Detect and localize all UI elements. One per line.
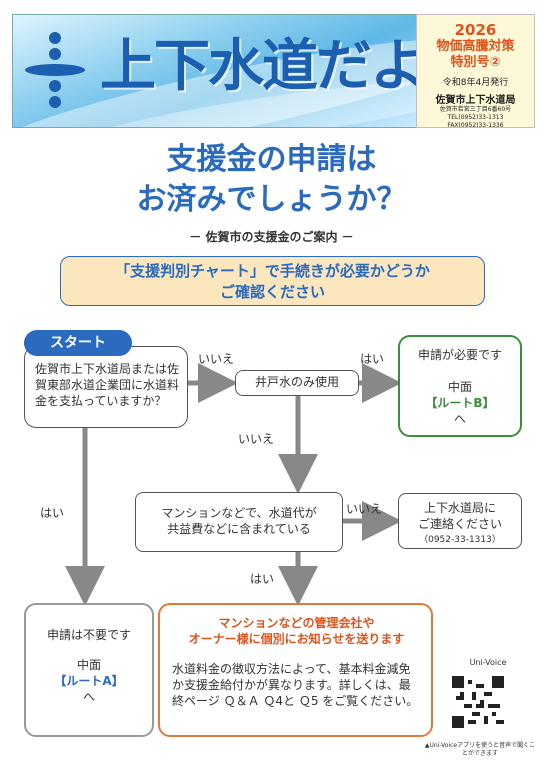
q3-line1: マンションなどで、水道代が bbox=[161, 506, 317, 520]
route-b-line4: へ bbox=[453, 412, 466, 426]
issue-date: 令和8年4月発行 bbox=[442, 78, 509, 88]
route-a-line1: 申請は不要です bbox=[46, 628, 131, 642]
label-no-1: いいえ bbox=[198, 352, 235, 366]
result-notify-management: マンションなどの管理会社や オーナー様に個別にお知らせを送ります 水道料金の徴収… bbox=[158, 603, 433, 737]
route-b-line2: 中面 bbox=[447, 380, 472, 394]
contact-phone: （0952-33-1313） bbox=[419, 535, 501, 545]
label-yes-3: はい bbox=[250, 572, 275, 586]
notify-title1: マンションなどの管理会社や bbox=[218, 616, 375, 630]
callout-line2: ご確認ください bbox=[219, 283, 325, 301]
q3-line2: 共益費などに含まれている bbox=[167, 522, 311, 536]
start-badge: スタート bbox=[24, 330, 132, 356]
issue-year: 2026 bbox=[454, 21, 497, 39]
issue-info-panel: 2026 物価高騰対策 特別号② 令和8年4月発行 佐賀市上下水道局 佐賀市若宮… bbox=[416, 14, 535, 129]
route-a-line2: 中面 bbox=[76, 658, 101, 672]
label-yes-1: はい bbox=[360, 352, 385, 366]
qr-code-icon[interactable] bbox=[452, 676, 504, 728]
issue-special-line1: 物価高騰対策 bbox=[436, 39, 515, 54]
headline-line1: 支援金の申請は bbox=[166, 142, 377, 177]
question-pays-water-bill: 佐賀市上下水道局または佐賀東部水道企業団に水道料金を支払っていますか？ bbox=[24, 346, 188, 428]
label-no-2: いいえ bbox=[238, 432, 275, 446]
issuer-address: 佐賀市若宮三丁目6番60号 bbox=[439, 106, 512, 113]
route-a-line4: へ bbox=[82, 690, 95, 704]
uni-voice-note: ▲Uni-Voiceアプリを使うと音声で聞くことができます bbox=[424, 742, 536, 757]
result-route-b: 申請が必要です 中面 【ルートB】 へ bbox=[398, 335, 522, 437]
issuer-org: 佐賀市上下水道局 bbox=[435, 95, 516, 106]
callout-line1: 「支援判別チャート」で手続きが必要かどうか bbox=[115, 262, 430, 280]
contact-line2: ご連絡ください bbox=[417, 517, 502, 531]
page-headline: 支援金の申請は お済みでしょうか？ bbox=[0, 140, 543, 220]
label-yes-2: はい bbox=[40, 506, 65, 520]
question-well-water-only: 井戸水のみ使用 bbox=[235, 370, 359, 396]
question-included-in-common-fee: マンションなどで、水道代が 共益費などに含まれている bbox=[135, 492, 343, 552]
chart-callout: 「支援判別チャート」で手続きが必要かどうか ご確認ください bbox=[60, 256, 485, 306]
issue-special-line2: 特別号② bbox=[450, 55, 501, 70]
label-no-3: いいえ bbox=[346, 502, 383, 516]
route-a-label: 【ルートA】 bbox=[54, 674, 124, 688]
result-route-a: 申請は不要です 中面 【ルートA】 へ bbox=[24, 603, 154, 737]
notify-body: 水道料金の徴収方法によって、基本料金減免か支援金給付かが異なります。詳しくは、最… bbox=[172, 662, 419, 708]
result-contact-bureau: 上下水道局に ご連絡ください （0952-33-1313） bbox=[398, 493, 522, 549]
water-drop-logo-icon bbox=[25, 32, 85, 108]
page-subtitle: － 佐賀市の支援金のご案内 － bbox=[189, 230, 354, 244]
headline-line2: お済みでしょうか？ bbox=[136, 182, 407, 217]
route-b-label: 【ルートB】 bbox=[425, 396, 495, 410]
issuer-tel: TEL(0952)33-1313 bbox=[447, 114, 504, 121]
issuer-fax: FAX(0952)33-1336 bbox=[447, 122, 504, 129]
uni-voice-label: Uni-Voice bbox=[469, 658, 507, 667]
contact-line1: 上下水道局に bbox=[423, 501, 496, 515]
notify-title2: オーナー様に個別にお知らせを送ります bbox=[188, 632, 405, 646]
route-b-line1: 申請が必要です bbox=[417, 348, 502, 362]
